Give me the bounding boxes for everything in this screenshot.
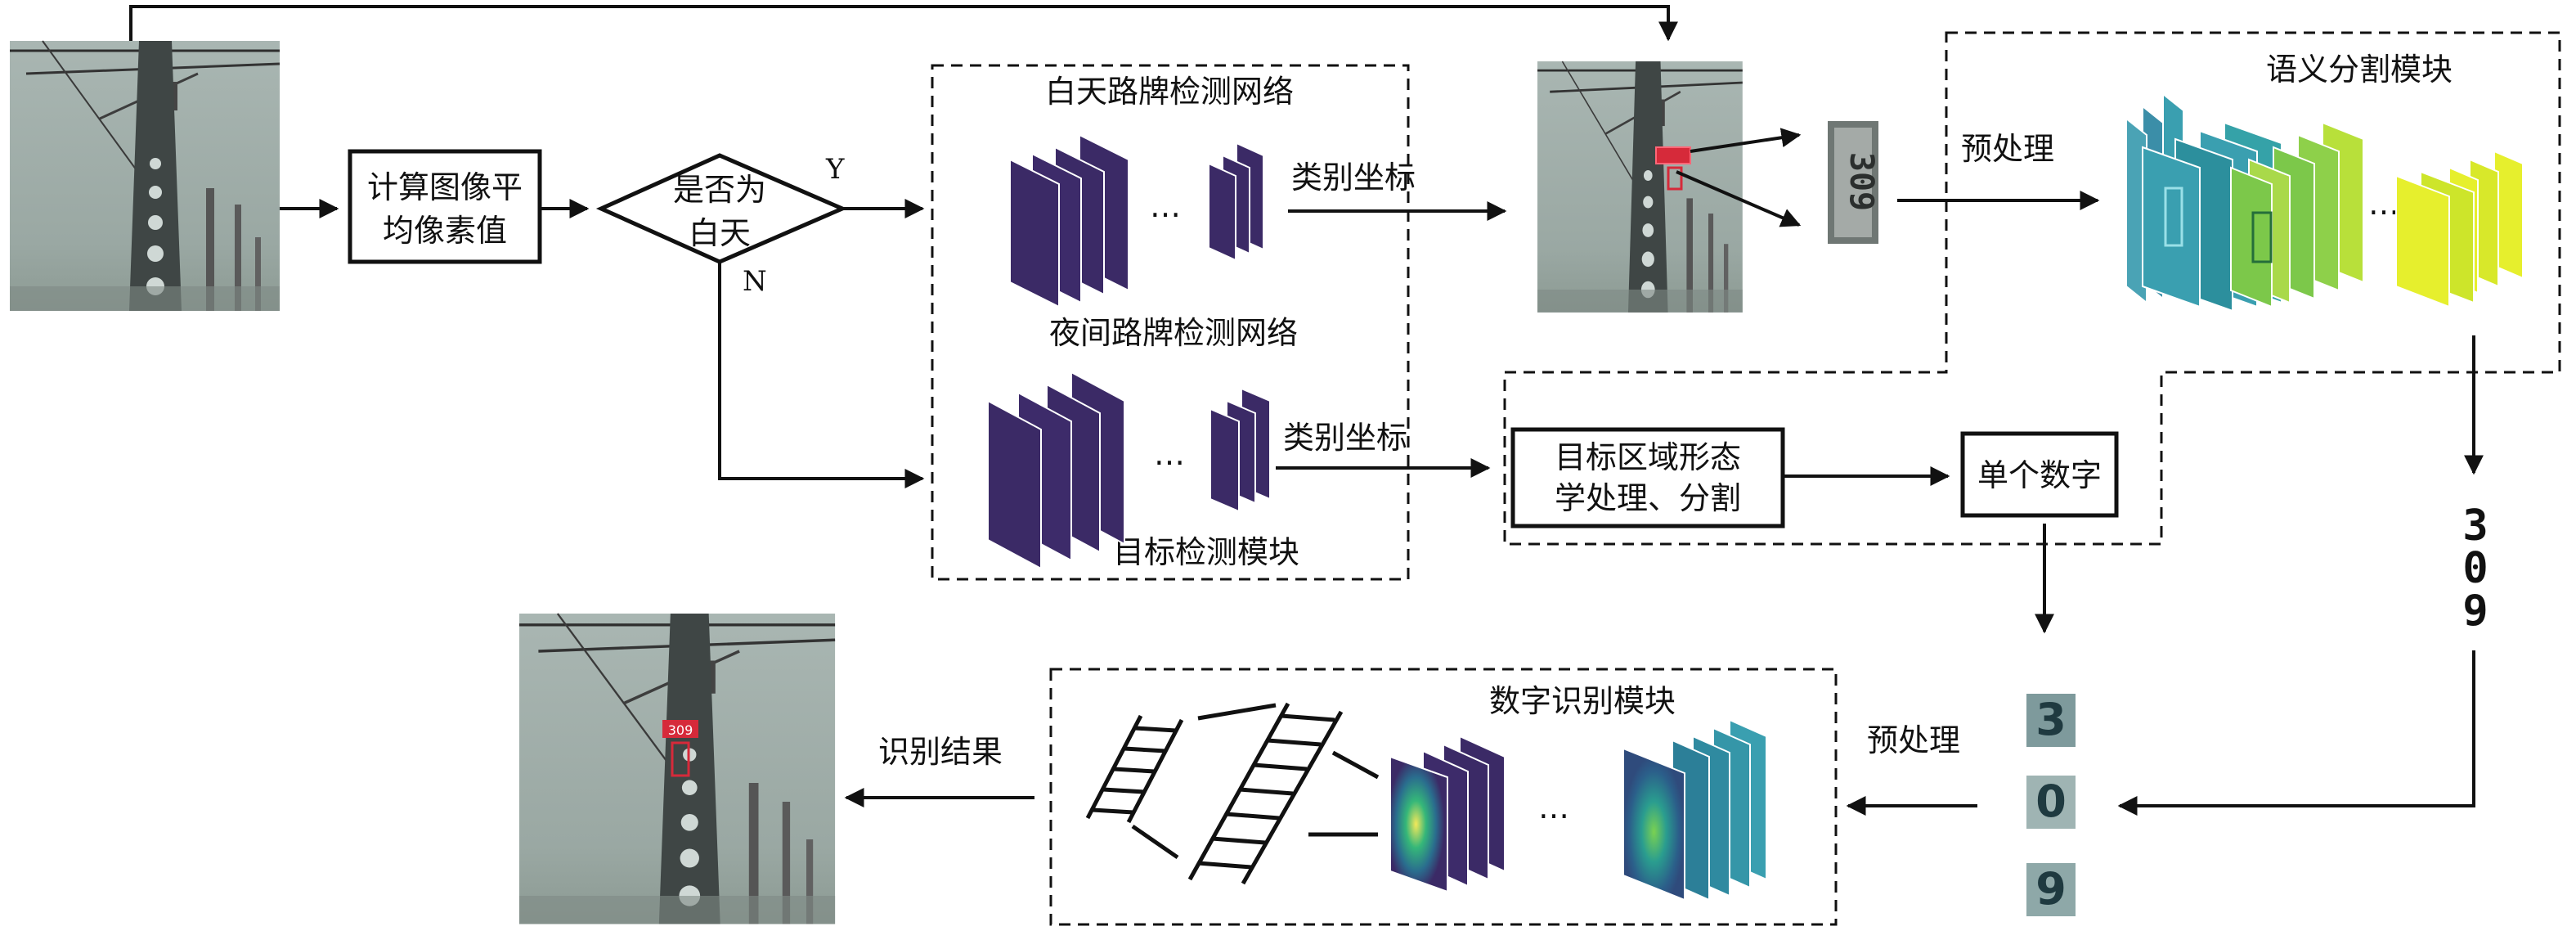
- arrow-no: [718, 262, 925, 488]
- single-digit-label: 单个数字: [1977, 457, 2102, 493]
- heatmap-ellipsis: …: [1538, 789, 1569, 825]
- fc-ladder-1: [1085, 714, 1184, 824]
- morph-label-2: 学处理、分割: [1555, 480, 1741, 516]
- fc-connections: [1131, 703, 1380, 860]
- seg-digit-1: 3: [2462, 501, 2488, 551]
- output-detected-text: 309: [668, 722, 693, 738]
- day-output-label: 类别坐标: [1291, 160, 1416, 196]
- morphology-box: 目标区域形态 学处理、分割: [1510, 427, 1785, 528]
- seg-preprocess-label: 预处理: [1961, 131, 2054, 167]
- heatmap-stack-1: [1389, 735, 1506, 893]
- calc-pixel-box: 计算图像平 均像素值: [348, 149, 542, 264]
- calc-label-2: 均像素值: [383, 213, 507, 249]
- cropped-sign-image: 309: [1828, 121, 1880, 244]
- seg-stack-ellipsis: …: [2368, 186, 2399, 222]
- output-image: 309: [518, 612, 837, 926]
- single-digit-box: 单个数字: [1960, 431, 2119, 518]
- arrow-binary-digits: [2117, 650, 2475, 816]
- segmentation-stack: …: [2125, 92, 2524, 313]
- decision-label-1: 是否为: [673, 172, 766, 208]
- segmentation-module-title: 语义分割模块: [2266, 52, 2453, 88]
- night-output-label: 类别坐标: [1283, 420, 1407, 456]
- night-cnn-stack: …: [987, 371, 1271, 570]
- heatmap-stack-2: [1622, 718, 1767, 902]
- recognition-module: 数字识别模块: [1049, 668, 1838, 926]
- rec-preprocess-label: 预处理: [1867, 722, 1960, 758]
- cropped-sign-text: 309: [1842, 152, 1880, 211]
- seg-digit-3: 9: [2462, 587, 2488, 636]
- seg-digit-2: 0: [2462, 544, 2488, 593]
- fc-ladder-2: [1187, 702, 1344, 885]
- branch-yes-label: Y: [825, 153, 845, 186]
- result-label: 识别结果: [878, 734, 1003, 770]
- day-network-title: 白天路牌检测网络: [1045, 74, 1294, 110]
- detection-module: 白天路牌检测网络 夜间路牌检测网络 目标检测模块 … 类别坐标 … 类: [931, 64, 1416, 581]
- digit-image-2: 0: [2035, 776, 2067, 827]
- detection-module-title: 目标检测模块: [1113, 534, 1299, 570]
- arrow-crop-1: [1690, 128, 1802, 153]
- single-digit-images: 3 0 9: [2026, 694, 2076, 916]
- digit-image-1: 3: [2035, 694, 2067, 745]
- calc-label-1: 计算图像平: [367, 169, 523, 205]
- day-decision: 是否为 白天: [595, 153, 848, 264]
- day-stack-ellipsis: …: [1150, 188, 1181, 224]
- day-cnn-stack: …: [1009, 133, 1264, 308]
- input-image: [8, 39, 281, 313]
- digit-image-3: 9: [2035, 863, 2067, 915]
- night-stack-ellipsis: …: [1154, 436, 1185, 472]
- detected-image: [1536, 60, 1744, 314]
- night-network-title: 夜间路牌检测网络: [1049, 315, 1298, 351]
- branch-no-label: N: [743, 265, 767, 298]
- decision-label-2: 白天: [689, 215, 751, 251]
- morph-label-1: 目标区域形态: [1555, 439, 1741, 475]
- recognition-module-title: 数字识别模块: [1489, 683, 1676, 719]
- segmented-digits: 3 0 9: [2462, 501, 2488, 636]
- arrow-crop-2: [1676, 170, 1802, 227]
- bypass-arrow: [129, 5, 1678, 42]
